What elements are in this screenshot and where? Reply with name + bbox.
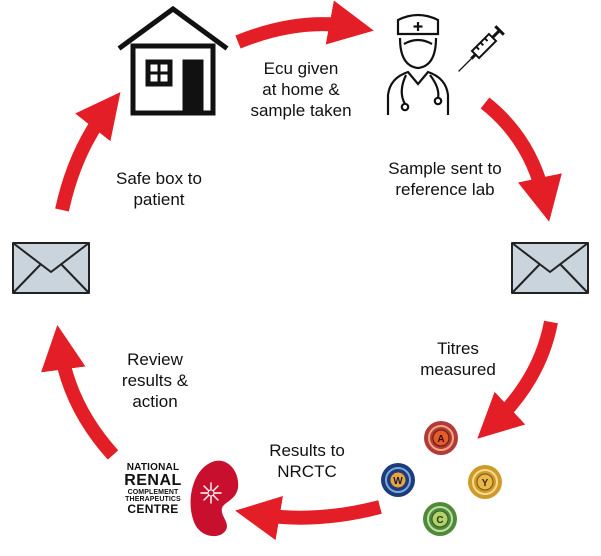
- arrow-titres-to-nrctc: [235, 495, 382, 541]
- envelope-icon-right: [511, 242, 589, 294]
- step-label-titres-measured: Titres measured: [420, 339, 496, 379]
- arrow-lab-to-titres: [477, 320, 558, 439]
- step-label-safe-box: Safe box to patient: [115, 169, 202, 209]
- logo-line-complement: COMPLEMENT: [127, 489, 179, 496]
- step-label-results-to-nrctc: Results to NRCTC: [269, 441, 345, 481]
- arrow-nrctc-to-review: [41, 325, 119, 460]
- logo-line-national: NATIONAL: [126, 462, 180, 473]
- ball-c: C: [423, 502, 457, 536]
- nurse-icon: [386, 13, 450, 115]
- arrow-nurse-to-lab: [480, 97, 562, 222]
- logo-line-therapeutics: THERAPEUTICS: [125, 496, 181, 503]
- ball-w-label: W: [393, 476, 403, 487]
- serogroup-balls-icon: A W Y C: [381, 421, 502, 536]
- kidney-icon: [190, 460, 239, 537]
- arrow-review-to-house: [55, 92, 121, 212]
- syringe-icon: [458, 25, 505, 72]
- ball-y: Y: [468, 465, 502, 499]
- step-label-sample-sent: Sample sent to reference lab: [388, 159, 502, 199]
- nrctc-logo: NATIONAL RENAL COMPLEMENT THERAPEUTICS C…: [118, 462, 188, 516]
- ball-w: W: [381, 463, 415, 497]
- ball-c-label: C: [436, 515, 443, 526]
- ball-y-label: Y: [482, 478, 489, 489]
- ball-a: A: [424, 421, 458, 455]
- step-label-ecu-given: Ecu given at home & sample taken: [250, 59, 352, 120]
- arrow-home-to-nurse: [235, 0, 374, 49]
- step-label-review-results: Review results & action: [121, 350, 189, 411]
- arrows: [41, 0, 562, 541]
- envelope-icon-left: [12, 242, 90, 294]
- ball-a-label: A: [437, 434, 444, 445]
- house-icon: [117, 5, 229, 116]
- logo-line-renal: RENAL: [124, 472, 182, 489]
- logo-line-centre: CENTRE: [127, 502, 179, 516]
